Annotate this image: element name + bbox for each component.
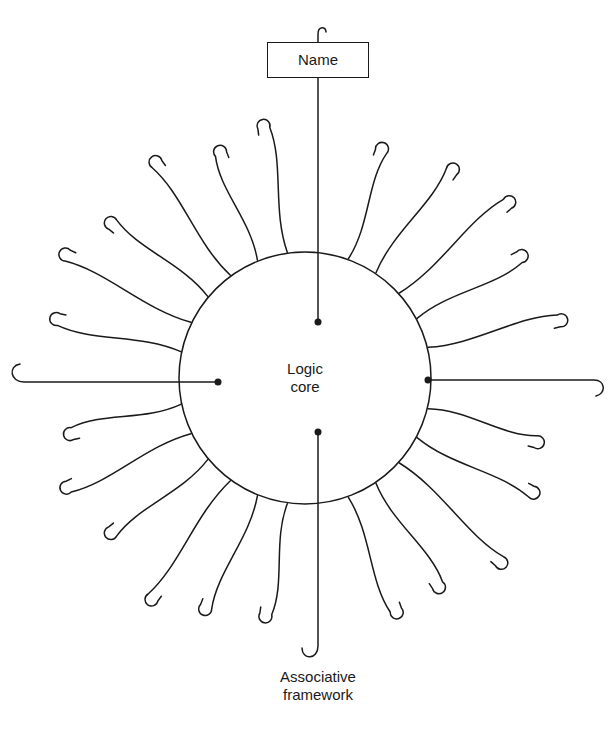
top-hook (318, 28, 326, 42)
tendril (214, 145, 258, 260)
box-label: Name (298, 51, 338, 69)
tendril (428, 409, 544, 449)
tendril (149, 156, 230, 276)
tendrils (50, 119, 568, 623)
core-label: Logic core (275, 360, 335, 396)
tendril (63, 404, 180, 440)
tendril (59, 248, 191, 322)
bottom-tendril-line (302, 432, 318, 657)
tendril (199, 496, 258, 616)
tendril (145, 481, 230, 606)
tendril (257, 119, 287, 252)
tendril (348, 142, 388, 258)
anchor-dot (215, 379, 222, 386)
anchor-dot (315, 319, 322, 326)
tendril (348, 497, 403, 619)
tendril (428, 314, 568, 348)
tendril (104, 216, 207, 296)
tendril (50, 313, 181, 352)
tendril (376, 483, 445, 593)
anchor-dot (315, 429, 322, 436)
circle-outline (179, 252, 431, 504)
tendril (376, 163, 459, 273)
core-lead (317, 252, 319, 322)
tendril (417, 250, 528, 319)
tendril (60, 434, 191, 494)
name-box: Name (267, 42, 369, 78)
right-tendril-line (428, 380, 603, 396)
connector-line (317, 78, 319, 252)
tendril (104, 460, 207, 540)
tendril (259, 504, 287, 623)
tendril (399, 463, 507, 569)
logic-core-circle: Logic core (178, 251, 432, 505)
tendril (417, 438, 540, 500)
framework-label: Associative framework (263, 668, 373, 704)
left-tendril-line (12, 364, 218, 382)
